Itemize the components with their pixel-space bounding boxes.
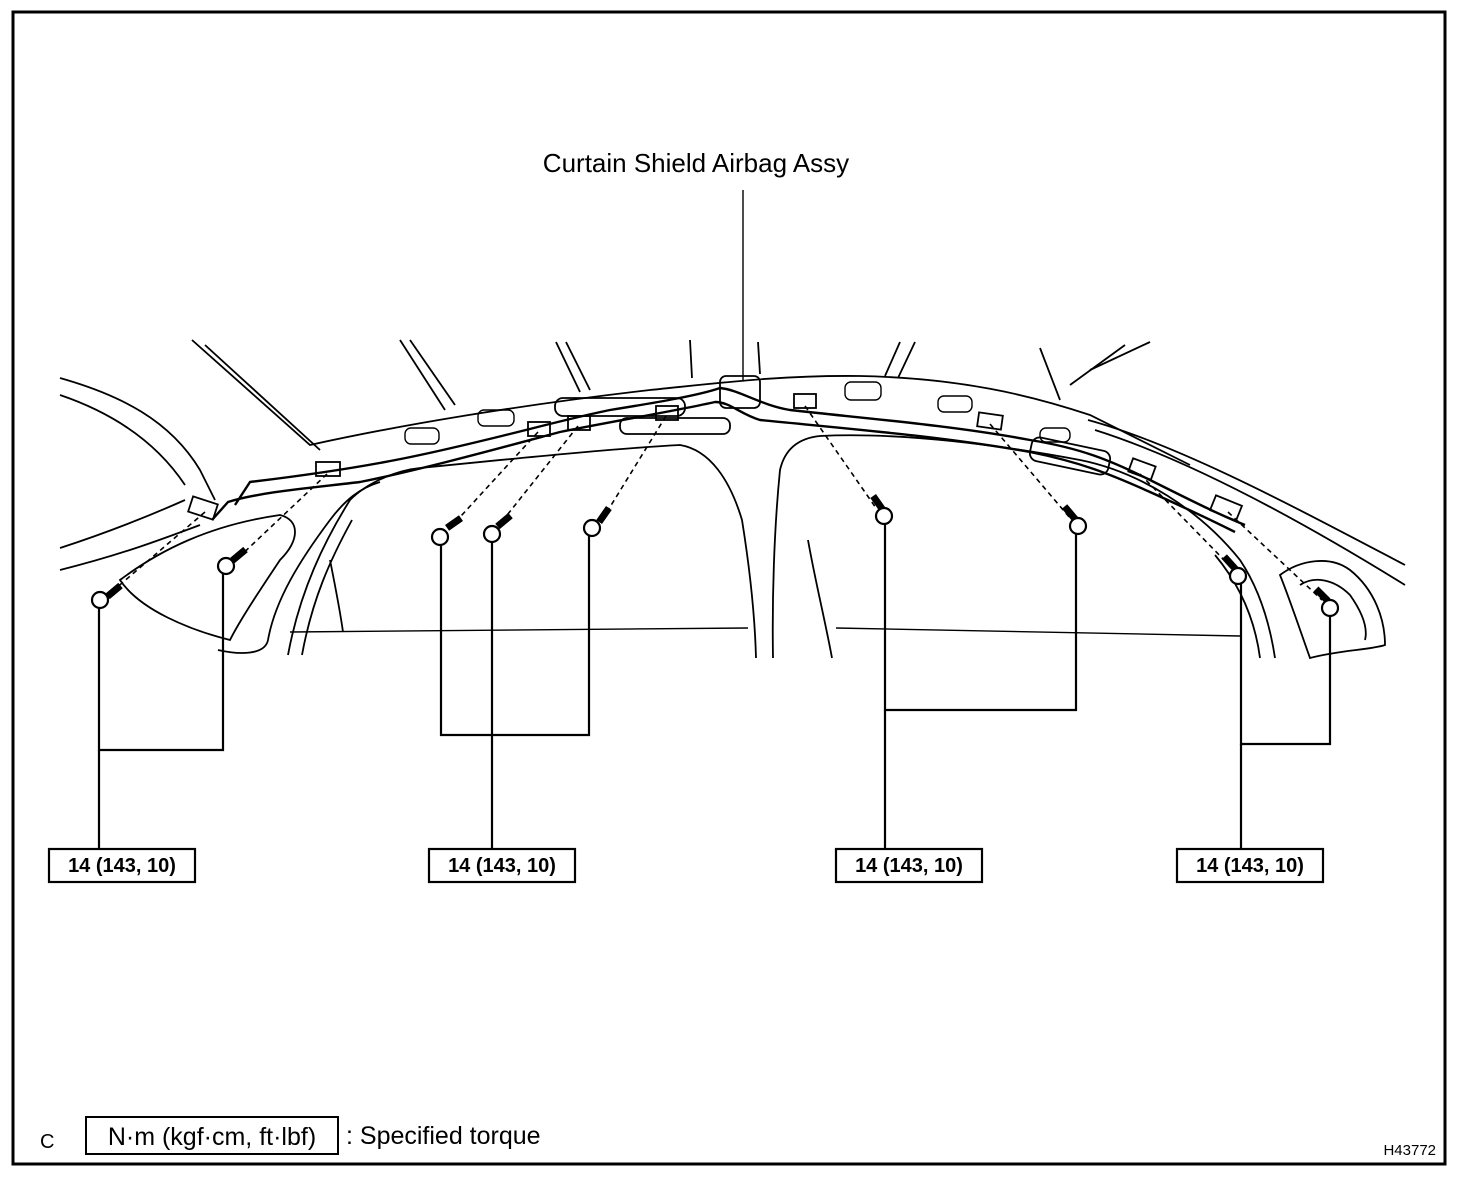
bolt-icon (482, 512, 513, 544)
torque-label: 14 (143, 10) (427, 847, 577, 884)
bolt-icon (1221, 554, 1248, 586)
torque-label: 14 (143, 10) (834, 847, 984, 884)
legend-unit-box (85, 1116, 339, 1155)
part-label: Curtain Shield Airbag Assy (543, 148, 849, 178)
install-dash-lines (107, 405, 1323, 601)
bolt-icon (1061, 504, 1088, 536)
bolt-icon (90, 582, 123, 610)
bolt-icon (870, 494, 894, 526)
svg-text:14 (143, 10): 14 (143, 10) (1196, 855, 1304, 877)
legend-description: : Specified torque (346, 1122, 541, 1150)
torque-label: 14 (143, 10) (47, 847, 197, 884)
bolt-icon (216, 546, 248, 576)
svg-text:14 (143, 10): 14 (143, 10) (68, 855, 176, 877)
torque-leader-lines (97, 524, 1332, 850)
bolt-icon (430, 515, 463, 547)
legend-corner-letter: C (40, 1131, 54, 1153)
diagram-frame (11, 10, 1447, 1166)
bolt-icon (1313, 586, 1340, 618)
bolt-icon (582, 506, 612, 538)
figure-id: H43772 (1383, 1142, 1436, 1159)
legend-unit-text: N·m (kgf·cm, ft·lbf) (108, 1123, 316, 1151)
torque-label: 14 (143, 10) (1175, 847, 1325, 884)
svg-text:14 (143, 10): 14 (143, 10) (448, 855, 556, 877)
svg-text:14 (143, 10): 14 (143, 10) (855, 855, 963, 877)
vehicle-body-outline (59, 339, 1406, 660)
airbag-assembly (187, 375, 1246, 534)
